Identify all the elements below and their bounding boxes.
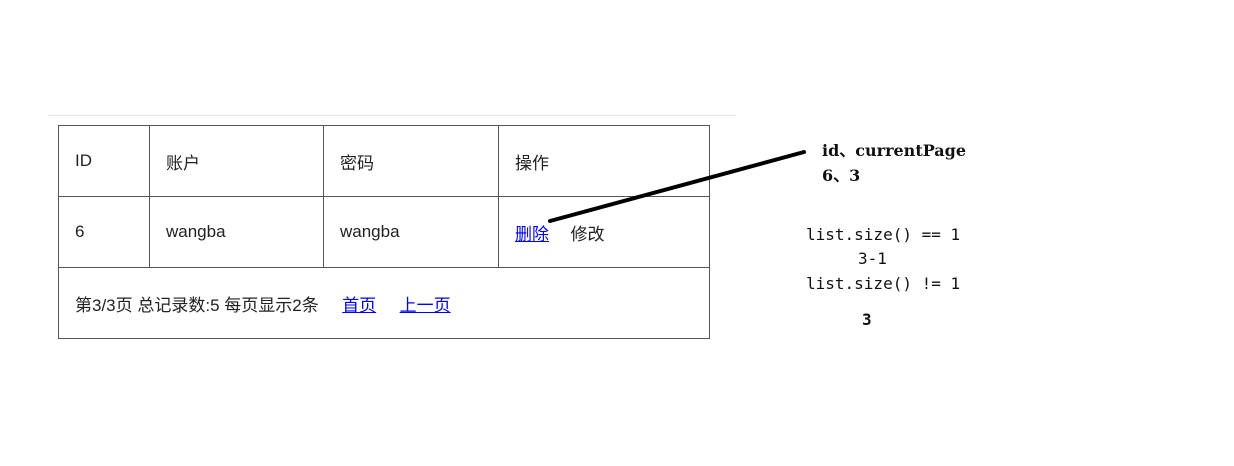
params-label: id、currentPage [822,141,967,160]
table-row: 6 wangba wangba 删除 修改 [58,196,710,268]
delete-link[interactable]: 删除 [515,224,549,244]
first-page-link[interactable]: 首页 [342,295,377,315]
header-password: 密码 [323,125,499,197]
cell-account: wangba [149,196,324,268]
table-header-row: ID 账户 密码 操作 [58,125,710,197]
top-divider [48,115,736,116]
condition-not-equal: list.size() != 1 [806,274,961,293]
edit-label: 修改 [570,224,605,244]
condition-equal: list.size() == 1 [806,225,961,244]
condition-equal-result: 3-1 [858,249,887,268]
prev-page-link[interactable]: 上一页 [399,295,451,315]
header-id: ID [58,125,150,197]
arrow-line [548,150,806,223]
condition-not-equal-result: 3 [862,310,872,329]
params-values: 6、3 [822,166,861,185]
pagination-status: 第3/3页 总记录数:5 每页显示2条 [75,295,319,315]
header-account: 账户 [149,125,324,197]
header-actions: 操作 [498,125,710,197]
table-footer-row: 第3/3页 总记录数:5 每页显示2条 首页 上一页 [58,267,710,339]
user-table: ID 账户 密码 操作 6 wangba wangba 删除 修改 第3/3页 … [58,125,710,339]
cell-password: wangba [323,196,499,268]
cell-id: 6 [58,196,150,268]
pagination-cell: 第3/3页 总记录数:5 每页显示2条 首页 上一页 [58,267,710,339]
